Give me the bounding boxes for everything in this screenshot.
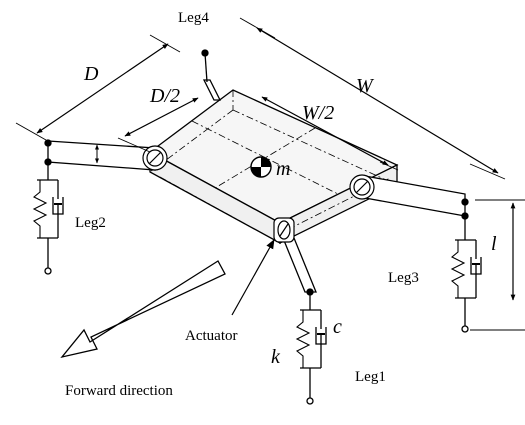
dim-D-label: D	[83, 63, 99, 85]
actuator-leg1	[273, 217, 295, 243]
leg3-spring	[450, 240, 466, 298]
forward-direction-label: Forward direction	[65, 383, 173, 399]
dim-D-arrow	[36, 43, 169, 134]
mass-label: m	[276, 158, 290, 180]
leg1-foot	[306, 397, 314, 405]
leg2-thigh	[47, 140, 156, 171]
leg2	[32, 139, 156, 275]
center-of-mass-icon	[250, 156, 272, 178]
forward-direction-arrow-icon	[60, 260, 226, 359]
leg3-foot	[461, 325, 469, 333]
leg4-joint	[201, 49, 209, 57]
actuator-label: Actuator	[185, 328, 237, 344]
body-box	[148, 89, 399, 245]
dim-D-half-arrow	[124, 97, 199, 137]
dim-l-label: l	[491, 233, 497, 255]
leg1-thigh	[282, 237, 317, 293]
leg2-label: Leg2	[75, 215, 106, 231]
leg1-spring	[295, 310, 311, 368]
leg4	[201, 49, 222, 101]
dim-W-label: W	[356, 75, 375, 97]
leg1-label: Leg1	[355, 369, 386, 385]
dim-W-half-label: W/2	[302, 102, 334, 124]
actuator-joints	[142, 145, 375, 243]
leg2-spring	[32, 180, 48, 238]
leg3-thigh	[364, 175, 466, 217]
dim-W-half-arrow	[261, 96, 389, 166]
dim-D-half-label: D/2	[149, 85, 180, 107]
leg3	[364, 175, 482, 333]
leg3-label: Leg3	[388, 270, 419, 286]
damper-c-label: c	[333, 316, 342, 338]
spring-k-label: k	[271, 346, 281, 368]
leg2-foot	[44, 267, 52, 275]
leg1	[282, 237, 327, 405]
leg4-segment	[202, 79, 222, 101]
actuator-leg2	[142, 145, 168, 171]
actuator-pointer	[231, 239, 275, 316]
leg4-label: Leg4	[178, 10, 209, 26]
dimension-lines	[15, 17, 525, 331]
actuator-leg3	[349, 174, 375, 200]
